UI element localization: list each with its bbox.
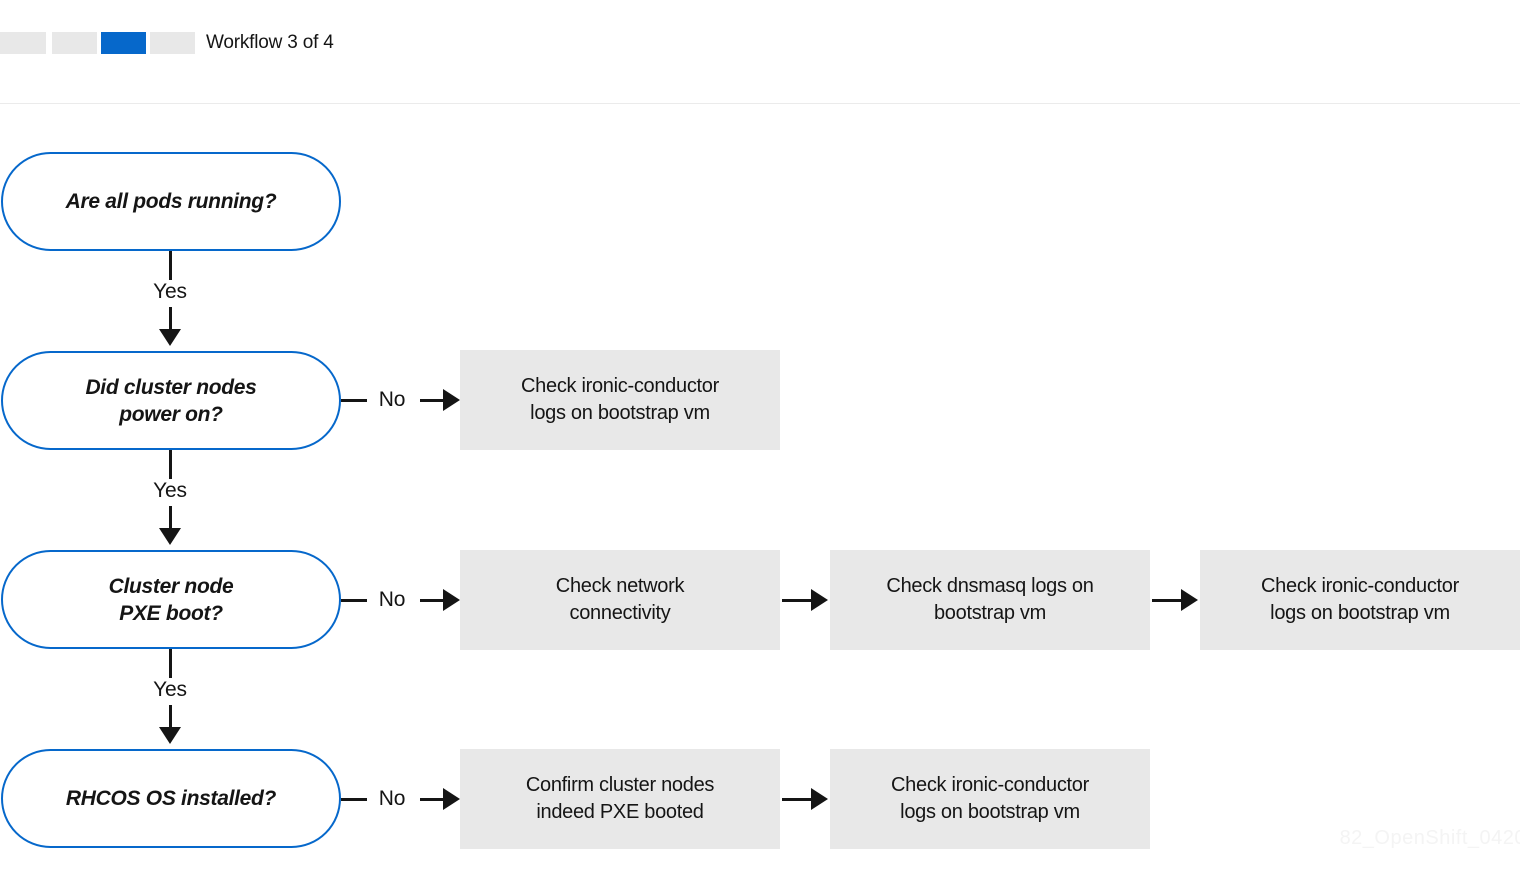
connector-line-r2-s1-to-s2 <box>782 599 814 602</box>
process-box-r2-s2: Check dnsmasq logs on bootstrap vm <box>830 550 1150 650</box>
progress-segment-1 <box>0 32 46 54</box>
process-label: Check ironic-conductor logs on bootstrap… <box>521 375 719 424</box>
edge-label-yes-2: Yes <box>153 479 187 502</box>
process-label: Confirm cluster nodes indeed PXE booted <box>525 774 715 823</box>
edge-label-yes-3: Yes <box>153 678 187 701</box>
connector-line-no-1a <box>341 399 367 402</box>
workflow-progress-bar <box>0 32 200 54</box>
arrowhead-r2-s2 <box>811 589 828 611</box>
workflow-step-label: Workflow 3 of 4 <box>206 32 334 53</box>
decision-label: Cluster node PXE boot? <box>108 574 234 625</box>
connector-line-no-3b <box>420 798 448 801</box>
process-box-r1-s1: Check ironic-conductor logs on bootstrap… <box>460 350 780 450</box>
process-box-r3-s2: Check ironic-conductor logs on bootstrap… <box>830 749 1150 849</box>
decision-label: Are all pods running? <box>65 190 277 213</box>
edge-label-yes-1: Yes <box>153 280 187 303</box>
connector-line-r3-s1-to-s2 <box>782 798 814 801</box>
decision-node-pxe-boot: Cluster node PXE boot? <box>1 550 341 649</box>
connector-line-no-2a <box>341 599 367 602</box>
edge-label-no-1: No <box>378 388 406 411</box>
decision-label: RHCOS OS installed? <box>65 787 277 810</box>
image-watermark: 82_OpenShift_0420 <box>1339 827 1520 849</box>
connector-line-no-1b <box>420 399 448 402</box>
connector-line-yes-3a <box>169 649 172 678</box>
process-label: Check network connectivity <box>555 575 685 624</box>
process-box-r3-s1: Confirm cluster nodes indeed PXE booted <box>460 749 780 849</box>
connector-line-yes-2b <box>169 506 172 530</box>
arrowhead-no-1 <box>443 389 460 411</box>
process-label: Check ironic-conductor logs on bootstrap… <box>891 774 1089 823</box>
decision-node-rhcos-installed: RHCOS OS installed? <box>1 749 341 848</box>
progress-segment-2 <box>52 32 97 54</box>
decision-node-nodes-power-on: Did cluster nodes power on? <box>1 351 341 450</box>
edge-label-no-2: No <box>378 588 406 611</box>
header-divider <box>0 103 1520 104</box>
arrowhead-r3-s2 <box>811 788 828 810</box>
connector-line-yes-2a <box>169 450 172 479</box>
connector-line-r2-s2-to-s3 <box>1152 599 1184 602</box>
connector-line-yes-1b <box>169 307 172 331</box>
connector-line-yes-1a <box>169 251 172 280</box>
arrowhead-no-3 <box>443 788 460 810</box>
decision-node-pods-running: Are all pods running? <box>1 152 341 251</box>
process-box-r2-s1: Check network connectivity <box>460 550 780 650</box>
decision-label: Did cluster nodes power on? <box>85 375 257 426</box>
arrowhead-yes-2 <box>159 528 181 545</box>
connector-line-no-3a <box>341 798 367 801</box>
process-box-r2-s3: Check ironic-conductor logs on bootstrap… <box>1200 550 1520 650</box>
process-label: Check ironic-conductor logs on bootstrap… <box>1261 575 1459 624</box>
progress-segment-4 <box>150 32 195 54</box>
connector-line-no-2b <box>420 599 448 602</box>
arrowhead-no-2 <box>443 589 460 611</box>
arrowhead-r2-s3 <box>1181 589 1198 611</box>
edge-label-no-3: No <box>378 787 406 810</box>
connector-line-yes-3b <box>169 705 172 729</box>
arrowhead-yes-1 <box>159 329 181 346</box>
arrowhead-yes-3 <box>159 727 181 744</box>
process-label: Check dnsmasq logs on bootstrap vm <box>886 575 1094 624</box>
progress-segment-3-active <box>101 32 146 54</box>
